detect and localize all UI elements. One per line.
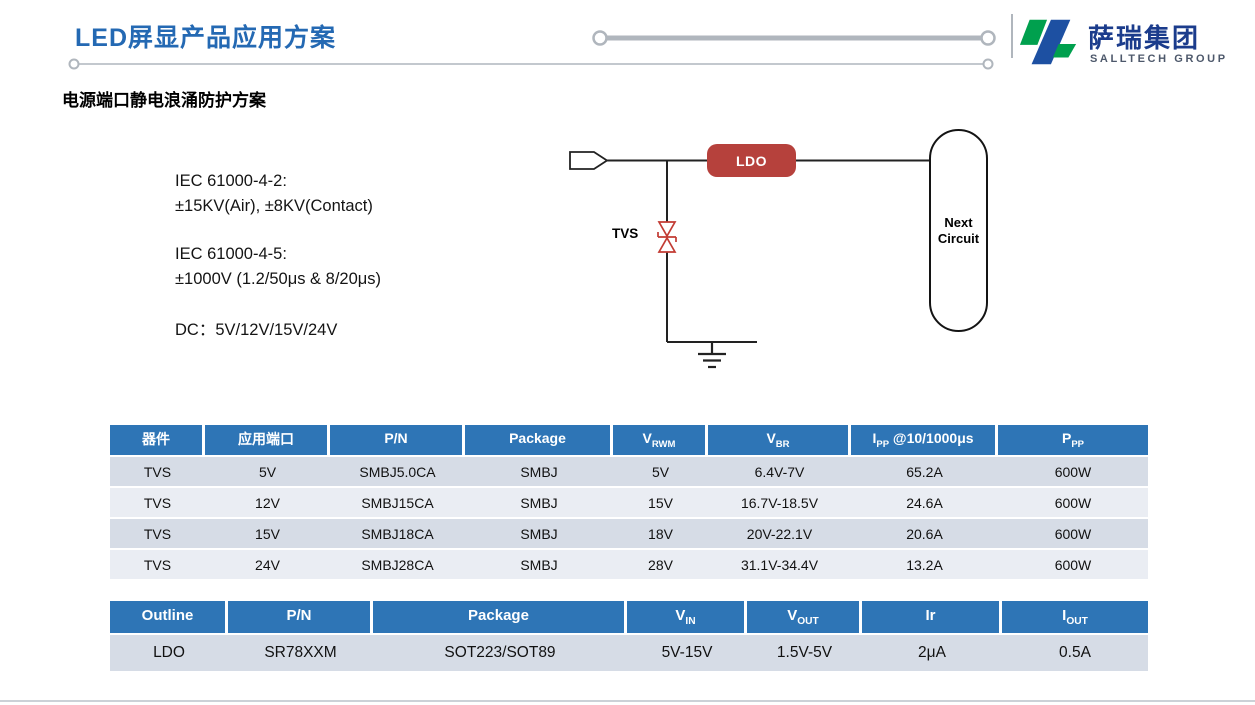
cell: SMBJ [465,550,613,581]
cell: SMBJ28CA [330,550,465,581]
cell: 1.5V-5V [747,635,862,673]
column-header-pn: P/N [228,601,373,635]
surge-standard-value: ±1000V (1.2/50μs & 8/20μs) [175,270,382,288]
table-row: TVS 5V SMBJ5.0CA SMBJ 5V 6.4V-7V 65.2A 6… [110,457,1148,488]
tvs-label: TVS [612,226,639,241]
column-header-package: Package [465,425,613,457]
cell: TVS [110,488,205,519]
input-connector-icon [569,151,609,170]
bottom-divider [0,700,1255,702]
logo-mark-icon [1019,19,1077,65]
tvs-diode-icon [657,221,677,253]
cell: 0.5A [1002,635,1148,673]
cell: SMBJ15CA [330,488,465,519]
column-header-port: 应用端口 [205,425,330,457]
column-header-iout: IOUT [1002,601,1148,635]
cell: 2μA [862,635,1002,673]
column-header-package: Package [373,601,627,635]
cell: 15V [205,519,330,550]
cell: SMBJ [465,519,613,550]
cell: 20.6A [851,519,998,550]
cell: TVS [110,457,205,488]
cell: SR78XXM [228,635,373,673]
cell: 24.6A [851,488,998,519]
cell: LDO [110,635,228,673]
esd-standard-value: ±15KV(Air), ±8KV(Contact) [175,197,373,215]
column-header-outline: Outline [110,601,228,635]
table-row: LDO SR78XXM SOT223/SOT89 5V-15V 1.5V-5V … [110,635,1148,673]
cell: 31.1V-34.4V [708,550,851,581]
table-row: TVS 12V SMBJ15CA SMBJ 15V 16.7V-18.5V 24… [110,488,1148,519]
table-row: TVS 15V SMBJ18CA SMBJ 18V 20V-22.1V 20.6… [110,519,1148,550]
cell: 24V [205,550,330,581]
column-header-vin: VIN [627,601,747,635]
column-header-ipp: IPP @10/1000μs [851,425,998,457]
ldo-table: Outline P/N Package VIN VOUT Ir IOUT LDO… [110,601,1148,673]
company-name: 萨瑞集团 [1088,23,1201,53]
cell: 6.4V-7V [708,457,851,488]
column-header-device: 器件 [110,425,205,457]
ldo-table-header-row: Outline P/N Package VIN VOUT Ir IOUT [110,601,1148,635]
tvs-table: 器件 应用端口 P/N Package VRWM VBR IPP @10/100… [110,425,1148,581]
column-header-vrwm: VRWM [613,425,708,457]
cell: 28V [613,550,708,581]
ground-icon [698,342,726,369]
cell: SOT223/SOT89 [373,635,627,673]
cell: SMBJ [465,457,613,488]
column-header-pn: P/N [330,425,465,457]
cell: TVS [110,550,205,581]
cell: 600W [998,457,1148,488]
cell: 5V-15V [627,635,747,673]
cell: 5V [205,457,330,488]
cell: 12V [205,488,330,519]
cell: 600W [998,519,1148,550]
cell: 16.7V-18.5V [708,488,851,519]
cell: 20V-22.1V [708,519,851,550]
cell: SMBJ18CA [330,519,465,550]
dc-voltage-line: DC：5V/12V/15V/24V [175,321,338,339]
table-row: TVS 24V SMBJ28CA SMBJ 28V 31.1V-34.4V 13… [110,550,1148,581]
cell: TVS [110,519,205,550]
circuit-wires [607,159,932,343]
tvs-table-header-row: 器件 应用端口 P/N Package VRWM VBR IPP @10/100… [110,425,1148,457]
column-header-vbr: VBR [708,425,851,457]
cell: SMBJ5.0CA [330,457,465,488]
cell: 600W [998,550,1148,581]
column-header-vout: VOUT [747,601,862,635]
cell: 600W [998,488,1148,519]
ldo-block: LDO [707,144,796,177]
surge-standard-title: IEC 61000-4-5: [175,245,287,263]
column-header-ppp: PPP [998,425,1148,457]
cell: 5V [613,457,708,488]
next-circuit-block: Next Circuit [929,129,988,332]
company-subname: SALLTECH GROUP [1090,53,1228,65]
cell: 15V [613,488,708,519]
cell: 18V [613,519,708,550]
company-logo: 萨瑞集团 SALLTECH GROUP [1018,12,1243,74]
cell: 13.2A [851,550,998,581]
section-subtitle: 电源端口静电浪涌防护方案 [62,91,266,110]
page-title: LED屏显产品应用方案 [75,24,337,52]
next-circuit-label-line1: Next [944,214,973,230]
cell: 65.2A [851,457,998,488]
esd-standard-title: IEC 61000-4-2: [175,172,287,190]
next-circuit-label-line2: Circuit [937,230,980,246]
column-header-ir: Ir [862,601,1002,635]
cell: SMBJ [465,488,613,519]
